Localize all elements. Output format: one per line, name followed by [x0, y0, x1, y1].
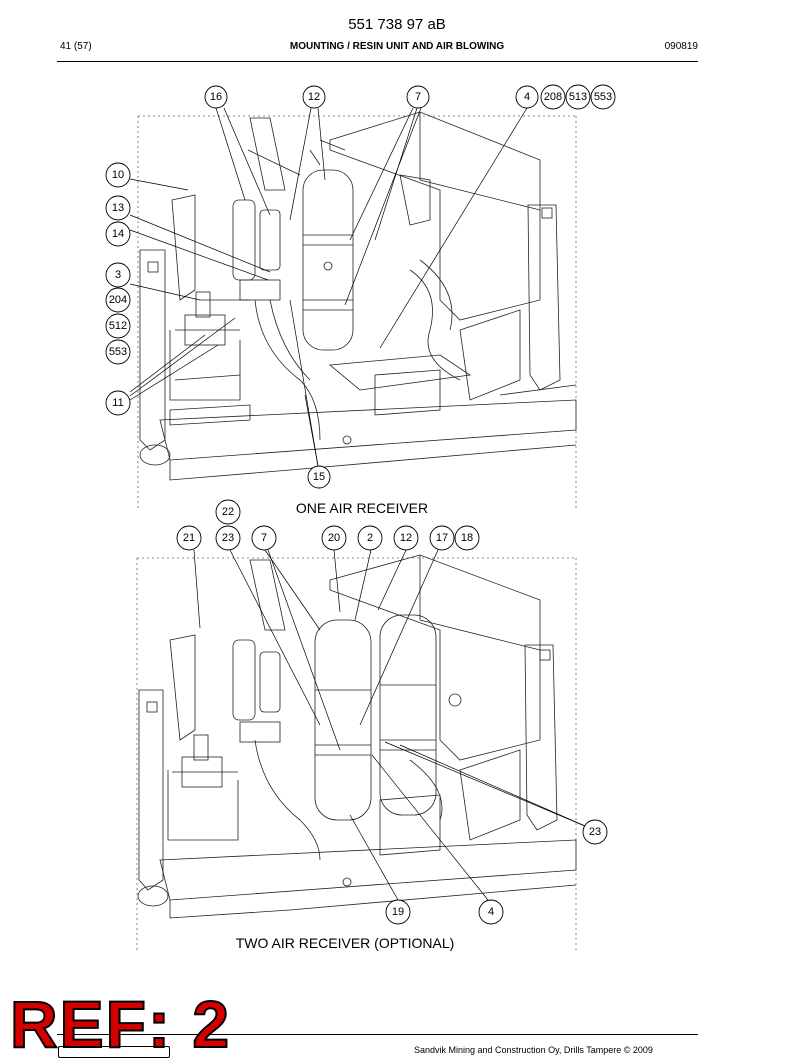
svg-text:204: 204: [109, 294, 127, 306]
balloon-553b: 553: [105, 339, 131, 365]
svg-text:21: 21: [183, 532, 195, 544]
svg-text:13: 13: [112, 202, 124, 214]
svg-text:513: 513: [569, 91, 587, 103]
doc-number: 551 738 97 aB: [348, 16, 446, 33]
svg-text:12: 12: [400, 532, 412, 544]
balloon-4b: 4: [478, 899, 504, 925]
svg-text:512: 512: [109, 320, 127, 332]
svg-text:18: 18: [461, 532, 473, 544]
svg-text:16: 16: [210, 91, 222, 103]
figure1-caption: ONE AIR RECEIVER: [295, 500, 429, 516]
balloon-22: 22: [215, 499, 241, 525]
balloon-21: 21: [176, 525, 202, 551]
balloon-23b: 23: [582, 819, 608, 845]
balloon-15: 15: [307, 465, 331, 489]
svg-text:23: 23: [222, 532, 234, 544]
svg-text:12: 12: [308, 91, 320, 103]
balloon-7b: 7: [251, 525, 277, 551]
air-receiver-tank-2: [379, 614, 462, 816]
balloon-12b: 12: [393, 525, 419, 551]
svg-text:20: 20: [328, 532, 340, 544]
balloon-11: 11: [105, 390, 131, 416]
svg-text:208: 208: [544, 91, 562, 103]
balloon-553: 553: [590, 84, 616, 110]
balloon-12: 12: [302, 85, 326, 109]
svg-text:4: 4: [488, 906, 494, 918]
figure2-leaders: [193, 549, 586, 901]
svg-text:17: 17: [436, 532, 448, 544]
svg-text:14: 14: [112, 228, 124, 240]
svg-text:23: 23: [589, 826, 601, 838]
footer-rule: [57, 1034, 698, 1035]
figure2-machine: [137, 554, 577, 919]
air-receiver-tank-1: [314, 619, 372, 821]
balloon-512: 512: [105, 313, 131, 339]
air-receiver-tank: [302, 169, 354, 351]
balloon-10: 10: [105, 162, 131, 188]
svg-text:553: 553: [109, 346, 127, 358]
balloon-17: 17: [429, 525, 455, 551]
balloon-23: 23: [215, 525, 241, 551]
balloon-7: 7: [406, 85, 430, 109]
figure2-caption: TWO AIR RECEIVER (OPTIONAL): [235, 935, 455, 951]
balloon-2: 2: [357, 525, 383, 551]
balloon-16: 16: [204, 85, 228, 109]
header-rule: [57, 61, 698, 62]
ref-stamp: REF: 2: [9, 986, 232, 1062]
svg-text:2: 2: [367, 532, 373, 544]
balloon-13: 13: [105, 195, 131, 221]
balloon-208: 208: [540, 84, 566, 110]
copyright-footer: Sandvik Mining and Construction Oy, Dril…: [414, 1045, 653, 1055]
svg-text:19: 19: [392, 906, 404, 918]
svg-text:7: 7: [261, 532, 267, 544]
balloon-3: 3: [105, 262, 131, 288]
svg-text:4: 4: [524, 91, 530, 103]
figure1-frame: [137, 115, 577, 508]
svg-text:11: 11: [112, 397, 123, 409]
page-number: 41 (57): [60, 41, 92, 52]
revision-date: 090819: [664, 41, 698, 52]
figure1-leaders: [129, 107, 528, 467]
balloon-14: 14: [105, 221, 131, 247]
svg-text:10: 10: [112, 169, 124, 181]
balloon-19: 19: [385, 899, 411, 925]
svg-text:22: 22: [222, 506, 234, 518]
balloon-18: 18: [454, 525, 480, 551]
svg-text:553: 553: [594, 91, 612, 103]
balloon-204: 204: [105, 287, 131, 313]
figure2-frame: [136, 557, 577, 950]
svg-text:3: 3: [115, 269, 121, 281]
svg-text:15: 15: [313, 471, 325, 483]
balloon-513: 513: [565, 84, 591, 110]
balloons: 16 12 7 4 208 513 553 10 13 14 3 204 512…: [105, 84, 616, 925]
section-title: MOUNTING / RESIN UNIT AND AIR BLOWING: [289, 41, 505, 52]
balloon-4: 4: [515, 85, 539, 109]
balloon-20: 20: [321, 525, 347, 551]
svg-text:7: 7: [415, 91, 421, 103]
figure1-machine: [139, 111, 577, 481]
